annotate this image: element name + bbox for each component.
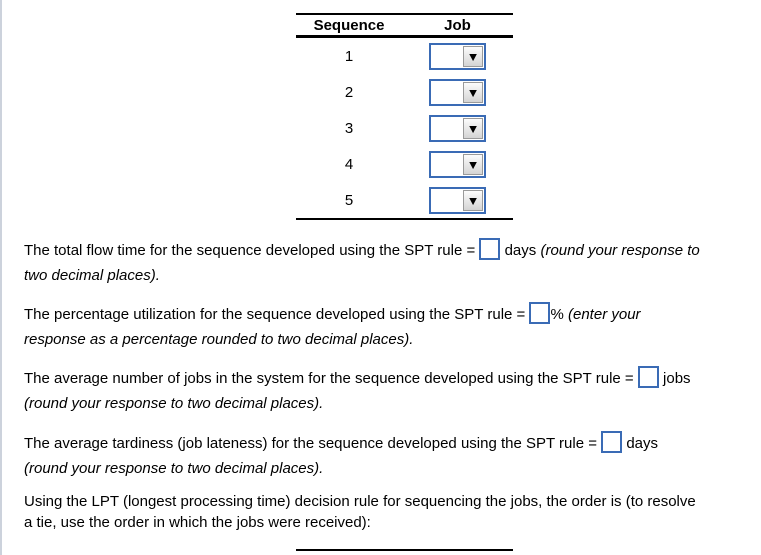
sequence-number: 3 — [344, 119, 354, 137]
job-dropdown-1[interactable]: ▼ — [429, 42, 486, 70]
table-row: 5 ▼ — [296, 182, 513, 218]
dropdown-arrow-button[interactable]: ▼ — [463, 153, 483, 175]
dropdown-arrow-button[interactable]: ▼ — [463, 81, 483, 103]
table-row: 2 ▼ — [296, 74, 513, 110]
average-jobs-input[interactable] — [637, 366, 659, 388]
unit-label: days — [626, 435, 659, 452]
sequence-number: 4 — [344, 155, 354, 173]
dropdown-arrow-icon: ▼ — [466, 192, 480, 208]
unit-label: days — [504, 242, 537, 259]
dropdown-arrow-button[interactable]: ▼ — [463, 189, 483, 211]
question-text: The average number of jobs in the system… — [24, 370, 634, 387]
question-average-jobs-in-system: The average number of jobs in the system… — [24, 366, 757, 416]
job-dropdown-value — [431, 45, 462, 68]
instruction-note: (enter your — [568, 306, 641, 323]
job-column-header: Job — [444, 16, 471, 34]
dropdown-arrow-icon: ▼ — [466, 156, 480, 172]
sequence-number: 2 — [344, 83, 354, 101]
sequence-column-header: Sequence — [313, 16, 385, 34]
dropdown-arrow-button[interactable]: ▼ — [463, 45, 483, 67]
unit-label: jobs — [663, 370, 691, 387]
question-lpt-order: Using the LPT (longest processing time) … — [24, 491, 757, 533]
table-row: 3 ▼ — [296, 110, 513, 146]
job-dropdown-2[interactable]: ▼ — [429, 78, 486, 106]
question-average-tardiness: The average tardiness (job lateness) for… — [24, 431, 757, 481]
job-dropdown-5[interactable]: ▼ — [429, 186, 486, 214]
question-text: The total flow time for the sequence dev… — [24, 242, 476, 259]
job-dropdown-value — [431, 117, 462, 140]
dropdown-arrow-icon: ▼ — [466, 48, 480, 64]
instruction-note: response as a percentage rounded to two … — [24, 331, 414, 348]
job-dropdown-value — [431, 81, 462, 104]
percentage-utilization-input[interactable] — [529, 302, 551, 324]
sequence-number: 5 — [344, 191, 354, 209]
dropdown-arrow-icon: ▼ — [466, 120, 480, 136]
question-text: The percentage utilization for the seque… — [24, 306, 526, 323]
table-header-row: Sequence Job — [296, 15, 513, 38]
sequence-number: 1 — [344, 47, 354, 65]
instruction-note: (round your response to — [540, 242, 700, 259]
instruction-note: (round your response to two decimal plac… — [24, 460, 324, 477]
table-row: 4 ▼ — [296, 146, 513, 182]
job-dropdown-value — [431, 189, 462, 212]
question-percentage-utilization: The percentage utilization for the seque… — [24, 302, 757, 352]
question-text: Using the LPT (longest processing time) … — [24, 493, 696, 510]
job-dropdown-4[interactable]: ▼ — [429, 150, 486, 178]
next-table-top-border — [296, 549, 513, 551]
table-row: 1 ▼ — [296, 38, 513, 74]
question-total-flow-time: The total flow time for the sequence dev… — [24, 238, 757, 288]
job-dropdown-3[interactable]: ▼ — [429, 114, 486, 142]
average-tardiness-input[interactable] — [601, 431, 623, 453]
job-dropdown-value — [431, 153, 462, 176]
dropdown-arrow-icon: ▼ — [466, 84, 480, 100]
instruction-note: (round your response to two decimal plac… — [24, 395, 324, 412]
total-flow-time-input[interactable] — [479, 238, 501, 260]
instruction-note: two decimal places). — [24, 267, 160, 284]
sequence-job-table: Sequence Job 1 ▼ 2 ▼ 3 ▼ 4 ▼ — [296, 13, 513, 220]
question-text: The average tardiness (job lateness) for… — [24, 435, 597, 452]
unit-label: % — [550, 306, 564, 323]
dropdown-arrow-button[interactable]: ▼ — [463, 117, 483, 139]
question-text: a tie, use the order in which the jobs w… — [24, 514, 371, 531]
